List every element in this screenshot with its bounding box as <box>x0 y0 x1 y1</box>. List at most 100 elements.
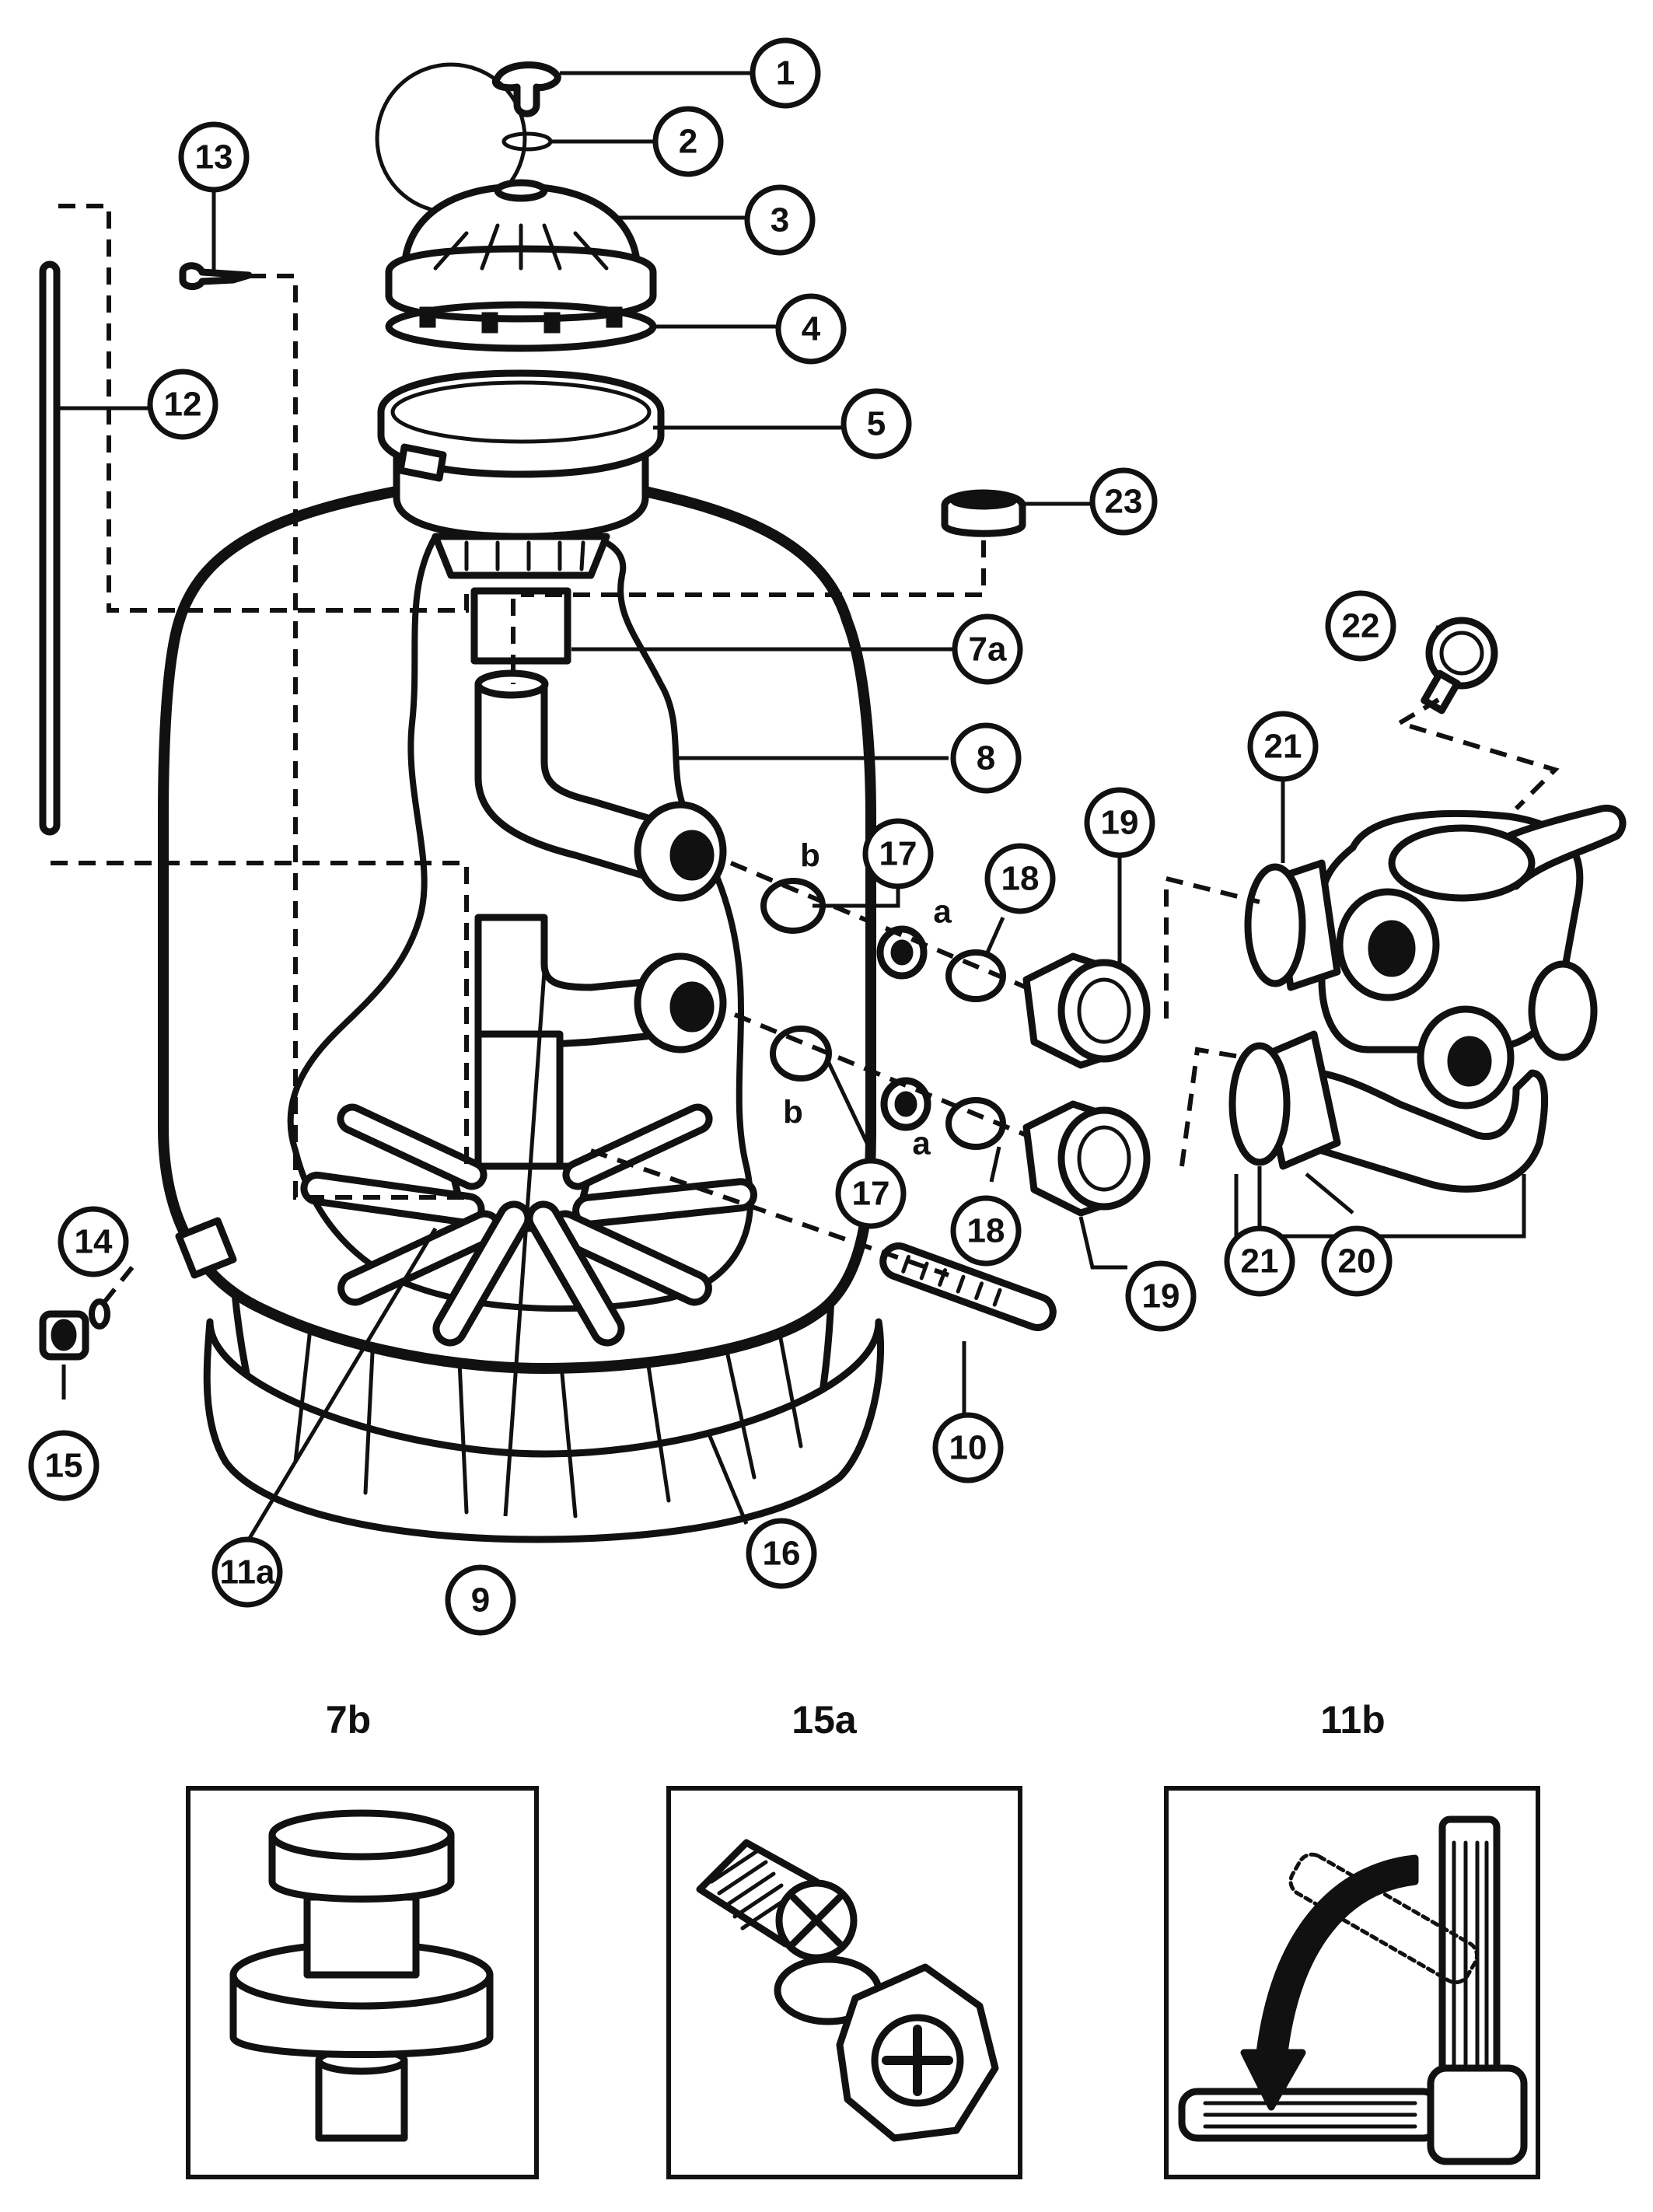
sublabel-a-bottom: a <box>912 1125 931 1162</box>
sublabel-b-bottom: b <box>783 1094 803 1130</box>
part-2-o-ring <box>501 131 553 152</box>
svg-text:18: 18 <box>967 1212 1005 1250</box>
callout-4: 4 <box>775 293 847 365</box>
part-3-lid-ribs <box>433 223 609 271</box>
part-11b-lateral-rotation <box>1178 1815 1528 2165</box>
svg-text:13: 13 <box>195 138 233 176</box>
callout-21-top: 21 <box>1247 711 1319 782</box>
inset-11b-title: 11b <box>1320 1698 1385 1742</box>
part-14-o-ring <box>89 1298 110 1330</box>
svg-text:2: 2 <box>679 123 697 161</box>
svg-text:8: 8 <box>977 739 995 778</box>
callout-16: 16 <box>746 1518 817 1589</box>
svg-text:15: 15 <box>45 1447 83 1485</box>
valve-right-port <box>1528 960 1598 1061</box>
part-7a-sleeve <box>470 587 571 665</box>
svg-text:14: 14 <box>75 1223 113 1261</box>
svg-text:19: 19 <box>1142 1277 1180 1316</box>
callout-9: 9 <box>445 1564 516 1636</box>
part-19-lower-union <box>1022 1100 1151 1217</box>
part-1-vent-knob <box>492 61 561 117</box>
callout-23: 23 <box>1089 467 1158 536</box>
callout-22: 22 <box>1325 590 1396 662</box>
svg-text:9: 9 <box>471 1581 490 1620</box>
callout-7a: 7a <box>952 613 1023 685</box>
callout-18-top: 18 <box>984 843 1056 914</box>
svg-text:1: 1 <box>776 54 795 93</box>
multiport-valve <box>1228 617 1627 1193</box>
part-19-upper-union <box>1022 952 1151 1069</box>
inset-7b-title: 7b <box>326 1698 371 1742</box>
callout-8: 8 <box>950 722 1022 794</box>
callout-3: 3 <box>744 184 816 256</box>
callout-19-top: 19 <box>1084 787 1155 858</box>
sublabel-a-top: a <box>933 893 952 930</box>
svg-text:3: 3 <box>771 201 789 239</box>
callout-1: 1 <box>750 37 821 109</box>
tank-base-ribs <box>293 1319 803 1518</box>
svg-text:17: 17 <box>879 835 917 873</box>
part-17b-lower-gasket <box>770 1026 832 1082</box>
part-21-lower-nut <box>1228 1030 1341 1170</box>
part-3-lid-flange <box>385 245 657 323</box>
svg-text:12: 12 <box>164 386 202 424</box>
callout-5: 5 <box>840 388 912 460</box>
part-8-upper-pipe <box>474 680 673 882</box>
svg-text:7a: 7a <box>969 631 1007 669</box>
part-12-rod <box>39 260 61 836</box>
callout-11a: 11a <box>211 1536 283 1608</box>
svg-text:5: 5 <box>867 405 886 443</box>
svg-text:16: 16 <box>763 1535 801 1573</box>
hub-standpipe <box>474 1030 564 1170</box>
lower-fittings <box>770 1026 1151 1217</box>
part-23-cap <box>941 489 1026 537</box>
callout-20: 20 <box>1321 1225 1393 1297</box>
inset-7b: 7b <box>186 1698 539 2179</box>
filter-tank <box>158 416 884 1543</box>
svg-text:20: 20 <box>1338 1242 1376 1281</box>
svg-text:18: 18 <box>1001 860 1040 898</box>
callout-19-bottom: 19 <box>1125 1260 1197 1332</box>
lid-assembly <box>375 61 665 482</box>
sublabel-b-top: b <box>800 837 820 874</box>
inset-15a-title: 15a <box>792 1698 858 1742</box>
callout-12: 12 <box>147 369 218 440</box>
part-15a-drain-assembly <box>696 1839 999 2142</box>
diffuser-slots <box>464 540 585 571</box>
callout-2: 2 <box>652 106 724 177</box>
inset-15a: 15a <box>666 1698 1022 2179</box>
svg-text:10: 10 <box>949 1429 987 1467</box>
part-20-elbow <box>1287 1068 1548 1193</box>
leader-lines <box>54 71 1526 1541</box>
svg-text:19: 19 <box>1101 804 1139 842</box>
callout-18-bottom: 18 <box>950 1195 1022 1267</box>
valve-top-hub <box>1388 824 1536 902</box>
callout-17-bottom: 17 <box>835 1158 907 1229</box>
callout-15: 15 <box>28 1430 100 1501</box>
part-10-lateral <box>879 1242 1057 1331</box>
svg-text:21: 21 <box>1241 1242 1279 1281</box>
part-15-drain-plug <box>39 1310 89 1361</box>
svg-text:22: 22 <box>1342 607 1380 645</box>
upper-fittings <box>760 878 1151 1069</box>
inset-11b: 11b <box>1164 1698 1540 2179</box>
drain-boss <box>175 1217 237 1279</box>
part-21-upper-nut <box>1244 859 1341 991</box>
part-13-screw <box>179 262 253 290</box>
assembly-dashed-lines <box>51 204 1560 1308</box>
svg-text:4: 4 <box>802 310 821 348</box>
callout-10: 10 <box>932 1412 1004 1483</box>
part-7b-diffuser <box>229 1809 494 2142</box>
svg-text:23: 23 <box>1105 483 1143 521</box>
svg-text:17: 17 <box>852 1175 890 1213</box>
part-5-clamp-handle <box>397 443 447 482</box>
callout-17-top: 17 <box>862 818 934 889</box>
sub-labels: b a b a <box>783 837 952 1162</box>
callout-21-bottom: 21 <box>1224 1225 1295 1297</box>
diffuser-top <box>432 533 610 579</box>
callout-13: 13 <box>178 121 250 193</box>
svg-text:11a: 11a <box>220 1553 276 1592</box>
callout-14: 14 <box>58 1206 129 1277</box>
tank-base-rim <box>203 1318 884 1543</box>
